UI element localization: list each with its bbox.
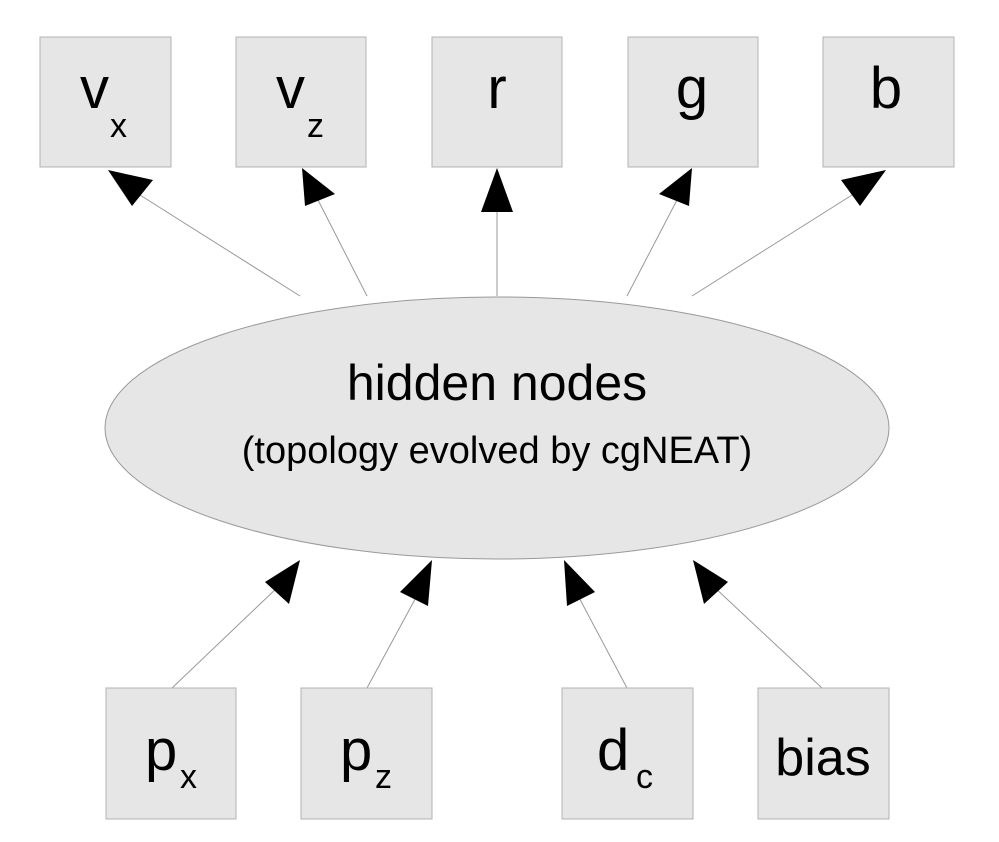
output-node-label: v — [276, 56, 305, 121]
edge-hidden-to-g — [626, 199, 678, 297]
edge-dc-to-hidden — [574, 589, 628, 689]
input-node-pz: p z — [300, 687, 433, 820]
arrowhead-px — [265, 560, 300, 604]
output-node-subscript: x — [110, 107, 127, 145]
output-node-g: g — [627, 36, 759, 168]
edge-hidden-to-vx — [131, 189, 301, 297]
output-node-b: b — [822, 36, 955, 168]
output-node-vx: v x — [39, 36, 172, 168]
input-node-subscript: x — [180, 758, 197, 796]
arrowhead-r — [481, 168, 513, 212]
hidden-nodes-title: hidden nodes — [347, 355, 647, 411]
input-nodes: p x p z d c bias — [105, 687, 890, 820]
output-edges — [108, 168, 886, 297]
input-node-dc: d c — [561, 687, 694, 820]
input-edges — [171, 560, 823, 689]
hidden-nodes: hidden nodes (topology evolved by cgNEAT… — [104, 296, 890, 560]
edge-pz-to-hidden — [366, 589, 421, 689]
input-node-label: bias — [775, 729, 870, 787]
input-node-subscript: z — [375, 758, 392, 796]
output-node-label: g — [676, 56, 708, 121]
arrowhead-dc — [564, 560, 595, 606]
input-node-bias: bias — [757, 687, 890, 820]
input-node-px: p x — [105, 687, 237, 820]
arrowhead-g — [659, 168, 692, 206]
edge-px-to-hidden — [171, 584, 281, 689]
input-node-subscript: c — [636, 758, 653, 796]
input-node-label: p — [145, 718, 177, 783]
arrowhead-vx — [108, 170, 153, 206]
output-node-vz: v z — [235, 36, 367, 168]
arrowhead-bias — [693, 560, 728, 604]
input-node-label: d — [597, 718, 629, 783]
edge-bias-to-hidden — [711, 584, 823, 689]
output-node-subscript: z — [307, 107, 324, 145]
output-node-label: v — [80, 56, 109, 121]
output-node-label: r — [487, 56, 506, 121]
edge-hidden-to-vz — [317, 199, 368, 297]
arrowhead-b — [841, 170, 886, 206]
output-node-r: r — [431, 36, 563, 168]
hidden-nodes-ellipse — [104, 296, 890, 560]
arrowhead-pz — [400, 560, 432, 606]
output-nodes: v x v z r g b — [39, 36, 955, 168]
input-node-label: p — [340, 718, 372, 783]
output-node-label: b — [870, 56, 902, 121]
arrowhead-vz — [302, 168, 335, 206]
edge-hidden-to-b — [691, 189, 861, 297]
hidden-nodes-subtitle: (topology evolved by cgNEAT) — [242, 430, 752, 472]
